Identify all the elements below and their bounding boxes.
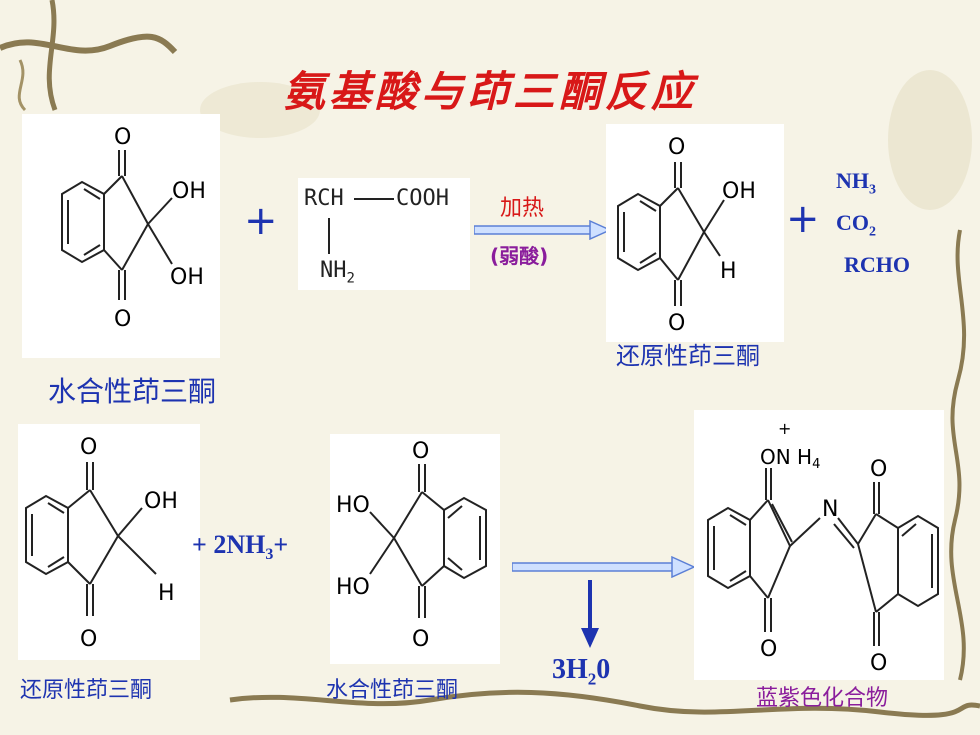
oxygen-atom: O [412,627,429,652]
ammonium-oxygen-group: ON H4 [760,445,820,472]
nitrogen-atom: N [822,497,838,522]
oxygen-atom: O [412,439,429,464]
slide-title: 氨基酸与茚三酮反应 [282,67,697,116]
condition-weak-acid: (弱酸) [490,244,549,268]
water-byproduct: 3H20 [552,654,611,689]
hydroxyl-group: HO [336,575,370,600]
amino-group: NH2 [320,258,355,287]
product-label: 还原性茚三酮 [616,342,760,370]
hydroxyl-group: OH [722,179,756,204]
positive-charge: + [778,419,791,438]
hydroxyl-group: HO [336,493,370,518]
oxygen-atom: O [80,435,97,460]
reduced-ninhydrin-structure: O O OH H [606,124,784,342]
oxygen-atom: O [668,311,685,336]
hydroxyl-group: OH [144,489,178,514]
bond [354,198,394,200]
oxygen-atom: O [870,457,887,482]
oxygen-atom: O [870,651,887,676]
ninhydrin-hydrate-structure: O O HO HO [330,434,500,664]
reactant1-label: 水合性茚三酮 [48,375,217,408]
hydroxyl-group: OH [172,179,206,204]
hydrogen-atom: H [720,259,737,284]
water-release-arrow [581,580,599,648]
row2-reactant1-label: 还原性茚三酮 [20,678,153,703]
oxygen-atom: O [114,307,131,332]
bond [328,218,330,254]
byproduct-aldehyde: RCHO [844,252,910,277]
plus-sign: + [244,198,278,244]
condition-heat: 加热 [500,196,545,221]
byproduct-ammonia: NH3 [836,168,876,198]
plus-sign: + [786,196,820,242]
oxygen-atom: O [114,125,131,150]
oxygen-atom: O [760,637,777,662]
oxygen-atom: O [668,135,685,160]
row2-reactant2-label: 水合性茚三酮 [326,678,459,703]
rch-group: RCH [304,186,344,211]
ammonia-reagent: + 2NH3+ [192,530,289,564]
amino-acid-structure: RCH COOH NH2 [298,178,470,290]
carboxyl-group: COOH [396,186,449,211]
byproduct-carbon-dioxide: CO2 [836,210,876,240]
oxygen-atom: O [80,627,97,652]
hydroxyl-group: OH [170,265,204,290]
hydrogen-atom: H [158,581,175,606]
reaction-arrow [512,556,696,578]
reduced-ninhydrin-structure: O O OH H [18,424,200,660]
row2-product-label: 蓝紫色化合物 [756,686,889,711]
blue-purple-compound-structure: ON H4 + N O O O [694,410,944,680]
reaction-arrow [474,220,612,240]
ninhydrin-hydrate-structure: O O OH OH [22,114,220,358]
